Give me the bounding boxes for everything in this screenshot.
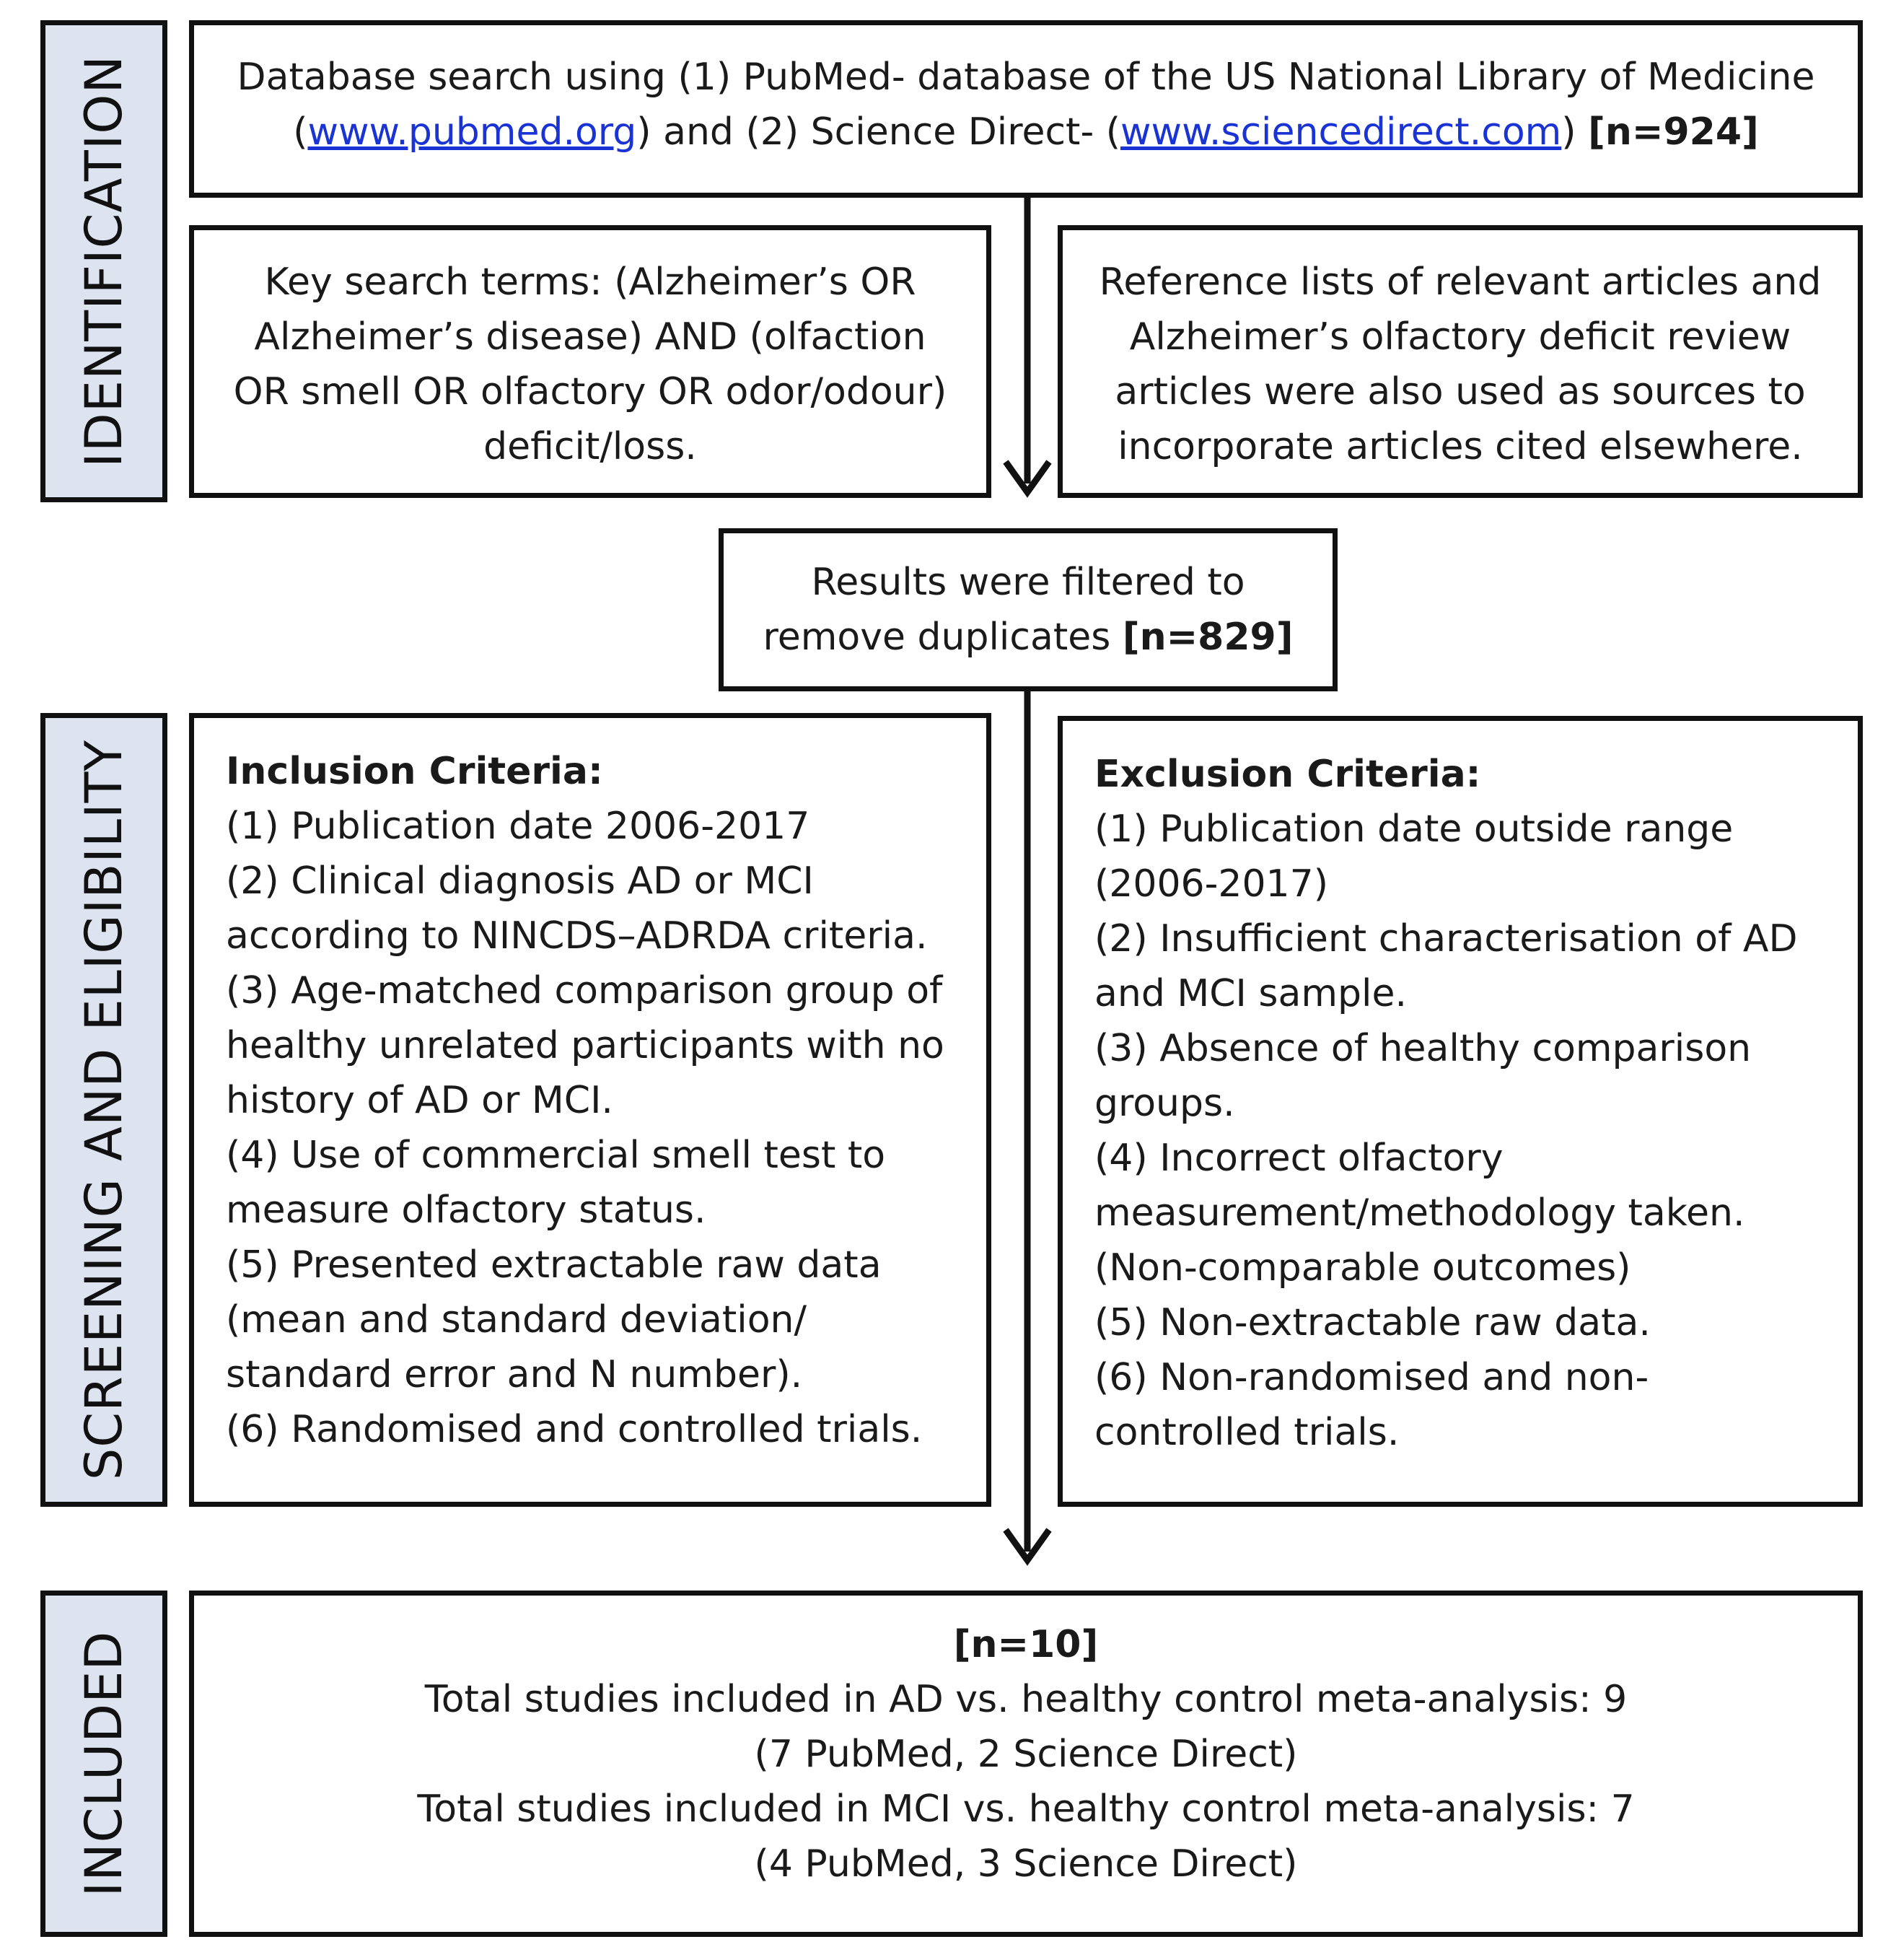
line2-middle-text: ) and (2) Science Direct- ( <box>636 110 1121 154</box>
database-search-line2: (www.pubmed.org) and (2) Science Direct-… <box>194 105 1858 159</box>
included-line: Total studies included in AD vs. healthy… <box>424 1678 1628 1721</box>
search-terms-line: OR smell OR olfactory OR odor/odour) <box>233 370 947 414</box>
duplicates-count: [n=829] <box>1122 616 1294 659</box>
inclusion-criteria-line: history of AD or MCI. <box>226 1079 613 1122</box>
exclusion-criteria-line: (1) Publication date outside range <box>1094 808 1734 851</box>
included-line: (4 PubMed, 3 Science Direct) <box>754 1842 1298 1886</box>
stage-identification: IDENTIFICATION <box>40 20 167 502</box>
included-line: Total studies included in MCI vs. health… <box>417 1788 1635 1831</box>
inclusion-criteria-line: (4) Use of commercial smell test to <box>226 1134 886 1177</box>
exclusion-criteria-line: (2006-2017) <box>1094 862 1329 906</box>
paren-close: ) <box>1561 110 1589 154</box>
database-search-line1: Database search using (1) PubMed- databa… <box>237 56 1815 99</box>
exclusion-criteria-line: controlled trials. <box>1094 1411 1400 1454</box>
exclusion-criteria-line: (4) Incorrect olfactory <box>1094 1137 1504 1180</box>
duplicates-line1: Results were filtered to <box>811 561 1245 604</box>
exclusion-criteria-line: (5) Non-extractable raw data. <box>1094 1301 1651 1344</box>
reference-lists-line: Alzheimer’s olfactory deficit review <box>1129 315 1791 359</box>
duplicates-box: Results were filtered to remove duplicat… <box>719 528 1338 691</box>
stage-screening: SCREENING AND ELIGIBILITY <box>40 713 167 1507</box>
exclusion-criteria-line: groups. <box>1094 1082 1235 1125</box>
reference-lists-line: incorporate articles cited elsewhere. <box>1118 425 1803 468</box>
arrow-head-top <box>1003 460 1052 498</box>
inclusion-criteria-line: standard error and N number). <box>226 1353 803 1396</box>
reference-lists-box: Reference lists of relevant articles and… <box>1058 225 1863 498</box>
paren-open: ( <box>293 110 308 154</box>
inclusion-criteria-line: (5) Presented extractable raw data <box>226 1243 882 1287</box>
inclusion-criteria-line: healthy unrelated participants with no <box>226 1024 944 1067</box>
inclusion-criteria-line: (2) Clinical diagnosis AD or MCI <box>226 859 814 903</box>
sciencedirect-link[interactable]: www.sciencedirect.com <box>1120 110 1562 154</box>
search-terms-line: Key search terms: (Alzheimer’s OR <box>264 261 916 304</box>
stage-label-identification: IDENTIFICATION <box>74 55 133 468</box>
exclusion-criteria-line: (2) Insufficient characterisation of AD <box>1094 917 1798 961</box>
search-terms-line: deficit/loss. <box>483 425 697 468</box>
reference-lists-line: Reference lists of relevant articles and <box>1099 261 1822 304</box>
inclusion-criteria-line: (6) Randomised and controlled trials. <box>226 1408 923 1451</box>
duplicates-line2: remove duplicates [n=829] <box>724 610 1333 665</box>
inclusion-criteria-title: Inclusion Criteria: <box>226 750 603 793</box>
exclusion-criteria-line: measurement/methodology taken. <box>1094 1191 1745 1235</box>
exclusion-criteria-title: Exclusion Criteria: <box>1094 753 1481 796</box>
duplicates-text: remove duplicates <box>763 616 1123 659</box>
inclusion-criteria-line: (3) Age-matched comparison group of <box>226 969 943 1012</box>
stage-label-screening: SCREENING AND ELIGIBILITY <box>74 739 133 1481</box>
inclusion-criteria-line: according to NINCDS–ADRDA criteria. <box>226 914 928 958</box>
exclusion-criteria-box: Exclusion Criteria: (1) Publication date… <box>1058 716 1863 1507</box>
database-search-count: [n=924] <box>1588 110 1759 154</box>
stage-included: INCLUDED <box>40 1591 167 1937</box>
included-box: [n=10] Total studies included in AD vs. … <box>189 1591 1863 1937</box>
search-terms-box: Key search terms: (Alzheimer’s OR Alzhei… <box>189 225 991 498</box>
arrow-head-bottom <box>1003 1528 1052 1566</box>
exclusion-criteria-line: (6) Non-randomised and non- <box>1094 1356 1649 1399</box>
exclusion-criteria-line: (3) Absence of healthy comparison <box>1094 1027 1752 1070</box>
inclusion-criteria-line: (mean and standard deviation/ <box>226 1298 807 1342</box>
exclusion-criteria-line: and MCI sample. <box>1094 972 1407 1015</box>
stage-label-included: INCLUDED <box>74 1630 133 1897</box>
included-count: [n=10] <box>953 1623 1099 1666</box>
included-line: (7 PubMed, 2 Science Direct) <box>754 1733 1298 1776</box>
reference-lists-line: articles were also used as sources to <box>1115 370 1806 414</box>
database-search-box: Database search using (1) PubMed- databa… <box>189 20 1863 198</box>
inclusion-criteria-line: measure olfactory status. <box>226 1189 706 1232</box>
search-terms-line: Alzheimer’s disease) AND (olfaction <box>254 315 926 359</box>
inclusion-criteria-box: Inclusion Criteria: (1) Publication date… <box>189 713 991 1507</box>
pubmed-link[interactable]: www.pubmed.org <box>307 110 637 154</box>
exclusion-criteria-line: (Non-comparable outcomes) <box>1094 1246 1631 1290</box>
inclusion-criteria-line: (1) Publication date 2006-2017 <box>226 805 810 848</box>
